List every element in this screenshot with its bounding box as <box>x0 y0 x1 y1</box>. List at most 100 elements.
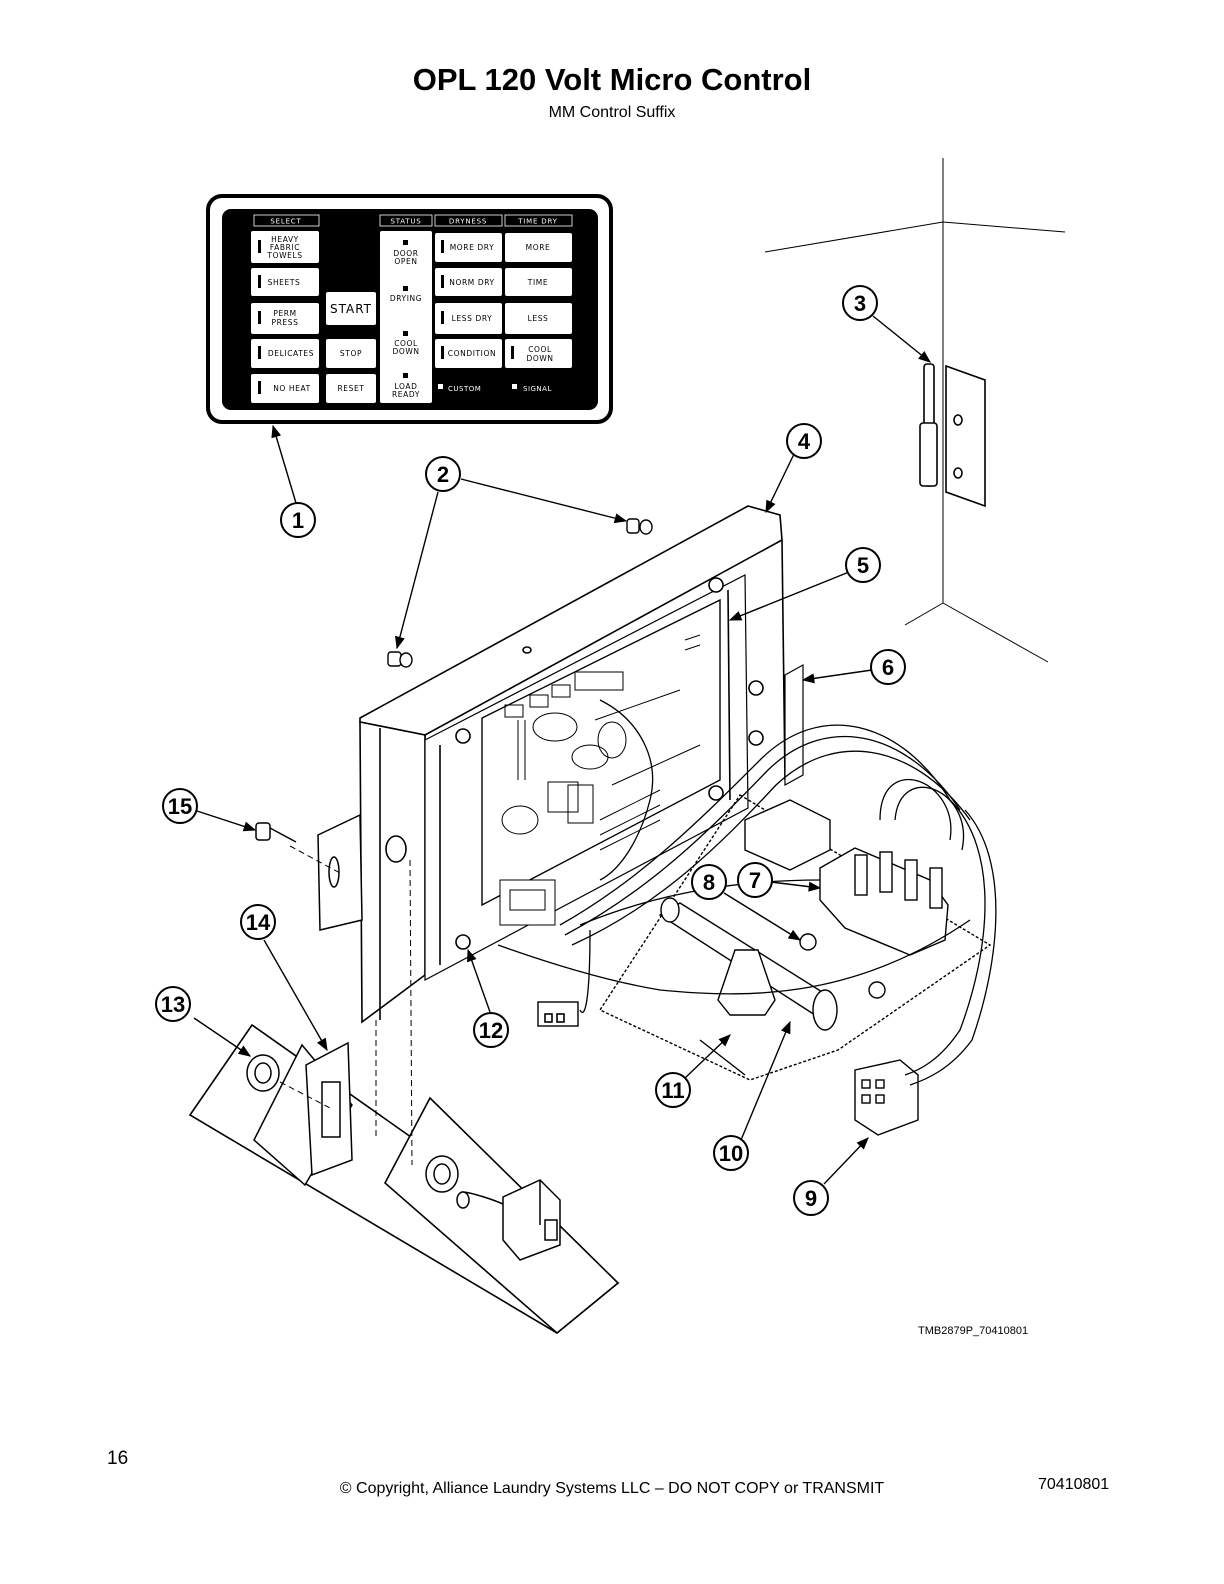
load-ready-led <box>403 373 408 378</box>
cabinet-corner-lines <box>764 158 1066 663</box>
svg-text:12: 12 <box>479 1018 503 1043</box>
perm-press-button[interactable]: PERM PRESS <box>251 303 319 334</box>
status-cool-down-label: COOL <box>394 339 418 348</box>
svg-text:8: 8 <box>703 870 715 895</box>
callout-10: 10 <box>713 1135 749 1171</box>
svg-text:13: 13 <box>161 992 185 1017</box>
time-cool-down-button[interactable]: COOL DOWN <box>505 339 572 368</box>
page-subtitle: MM Control Suffix <box>548 104 676 121</box>
callout-13: 13 <box>155 986 191 1022</box>
heavy-fabric-towels-button[interactable]: HEAVY FABRIC TOWELS <box>251 231 319 263</box>
mounting-plate-assembly <box>598 794 992 1136</box>
status-header: STATUS <box>390 218 421 226</box>
document-number: 70410801 <box>1038 1476 1110 1493</box>
callout-3: 3 <box>842 285 878 321</box>
bottom-parts <box>188 813 620 1335</box>
select-header: SELECT <box>270 218 301 226</box>
condition-button[interactable]: CONDITION <box>435 339 502 368</box>
wire-harness <box>497 699 997 1086</box>
page-title: OPL 120 Volt Micro Control <box>412 62 812 97</box>
door-hinge <box>919 363 986 508</box>
status-indicator-column <box>380 231 432 403</box>
callout-2: 2 <box>425 456 461 492</box>
time-dry-header: TIME DRY <box>517 218 558 226</box>
page-number: 16 <box>107 1448 129 1469</box>
callout-15: 15 <box>162 788 198 824</box>
door-open-led <box>403 240 408 245</box>
no-heat-button[interactable]: NO HEAT <box>251 374 319 403</box>
sheets-button[interactable]: SHEETS <box>251 268 319 296</box>
callout-12: 12 <box>473 1012 509 1048</box>
svg-text:11: 11 <box>661 1078 684 1103</box>
time-less-button[interactable]: LESS <box>505 303 572 334</box>
signal-label: SIGNAL <box>523 385 552 393</box>
callout-1: 1 <box>280 502 316 538</box>
cool-down-led <box>403 331 408 336</box>
figure-code: TMB2879P_70410801 <box>918 1325 1029 1337</box>
callout-7: 7 <box>737 862 773 898</box>
svg-text:LESS DRY: LESS DRY <box>452 314 493 323</box>
control-box-assembly <box>359 505 804 1027</box>
svg-text:NO HEAT: NO HEAT <box>273 384 311 393</box>
svg-text:NORM DRY: NORM DRY <box>449 278 494 287</box>
status-load-ready-label: LOAD <box>395 382 418 391</box>
svg-text:LESS: LESS <box>528 314 549 323</box>
reset-button[interactable]: RESET <box>326 374 376 403</box>
svg-text:14: 14 <box>246 910 271 935</box>
svg-text:READY: READY <box>392 390 420 399</box>
svg-text:3: 3 <box>854 291 866 316</box>
copyright-notice: © Copyright, Alliance Laundry Systems LL… <box>339 1480 885 1497</box>
svg-text:7: 7 <box>749 868 761 893</box>
callout-6: 6 <box>870 649 906 685</box>
svg-text:PRESS: PRESS <box>272 318 299 327</box>
svg-text:MORE DRY: MORE DRY <box>450 243 495 252</box>
status-drying-label: DRYING <box>390 294 422 303</box>
more-dry-button[interactable]: MORE DRY <box>435 233 502 262</box>
time-more-button[interactable]: MORE <box>505 233 572 262</box>
svg-text:DOWN: DOWN <box>526 354 553 363</box>
callout-11: 11 <box>655 1072 691 1108</box>
svg-text:9: 9 <box>805 1186 817 1211</box>
svg-text:OPEN: OPEN <box>394 257 417 266</box>
svg-text:COOL: COOL <box>528 345 552 354</box>
board-components <box>499 634 701 926</box>
svg-text:START: START <box>330 302 372 316</box>
dryness-header: DRYNESS <box>449 218 487 226</box>
stop-button[interactable]: STOP <box>326 339 376 368</box>
callout-5: 5 <box>845 547 881 583</box>
custom-label: CUSTOM <box>448 385 481 393</box>
callout-4: 4 <box>786 423 822 459</box>
svg-text:CONDITION: CONDITION <box>448 349 496 358</box>
callout-14: 14 <box>240 904 276 940</box>
svg-text:2: 2 <box>437 462 449 487</box>
control-panel-overlay: SELECT STATUS DRYNESS TIME DRY HEAVY FAB… <box>206 194 613 424</box>
signal-led <box>512 384 517 389</box>
time-button[interactable]: TIME <box>505 268 572 296</box>
svg-text:4: 4 <box>798 429 811 454</box>
svg-text:6: 6 <box>882 655 894 680</box>
svg-text:MORE: MORE <box>526 243 551 252</box>
svg-text:10: 10 <box>719 1141 743 1166</box>
status-door-open-label: DOOR <box>393 249 418 258</box>
callout-8: 8 <box>691 864 727 900</box>
svg-text:RESET: RESET <box>337 384 364 393</box>
callout-9: 9 <box>793 1180 829 1216</box>
drying-led <box>403 286 408 291</box>
norm-dry-button[interactable]: NORM DRY <box>435 268 502 296</box>
svg-text:DOWN: DOWN <box>392 347 419 356</box>
delicates-button[interactable]: DELICATES <box>251 339 319 368</box>
svg-text:15: 15 <box>168 794 192 819</box>
svg-text:TIME: TIME <box>527 278 548 287</box>
svg-text:DELICATES: DELICATES <box>268 349 314 358</box>
svg-text:PERM: PERM <box>273 309 296 318</box>
svg-text:1: 1 <box>292 508 304 533</box>
svg-text:STOP: STOP <box>340 349 362 358</box>
callout-leaders <box>193 315 931 1185</box>
svg-text:SHEETS: SHEETS <box>268 278 301 287</box>
svg-text:5: 5 <box>857 553 869 578</box>
less-dry-button[interactable]: LESS DRY <box>435 303 502 334</box>
svg-text:FABRIC: FABRIC <box>270 243 300 252</box>
svg-text:TOWELS: TOWELS <box>266 251 302 260</box>
start-button[interactable]: START <box>326 292 376 325</box>
